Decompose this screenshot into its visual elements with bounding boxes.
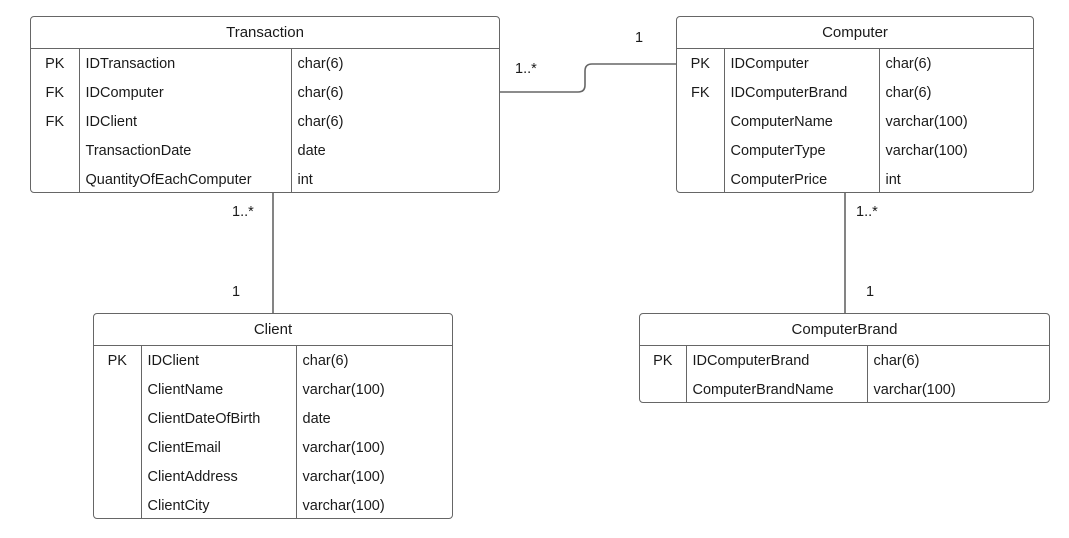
attribute-key: FK — [31, 78, 80, 107]
attribute-row[interactable]: FK IDClient char(6) — [31, 107, 499, 136]
attribute-name: QuantityOfEachComputer — [79, 165, 292, 192]
cardinality-transaction-computer-from: 1..* — [515, 61, 537, 77]
attribute-table-computer: PK IDComputer char(6) FK IDComputerBrand… — [677, 49, 1033, 192]
attribute-type: varchar(100) — [302, 381, 385, 398]
cardinality-transaction-client-from: 1..* — [232, 204, 254, 220]
entity-title-computer: Computer — [677, 17, 1033, 49]
attribute-type: char(6) — [297, 55, 344, 72]
attribute-name: IDComputer — [724, 49, 880, 78]
attribute-key: PK — [31, 49, 80, 78]
attribute-key — [94, 404, 142, 433]
attribute-type: int — [885, 171, 901, 188]
attribute-name: TransactionDate — [79, 136, 292, 165]
attribute-type: varchar(100) — [302, 497, 385, 514]
attribute-key — [94, 375, 142, 404]
attribute-row[interactable]: ComputerBrandName varchar(100) — [640, 375, 1049, 402]
attribute-table-transaction: PK IDTransaction char(6) FK IDComputer c… — [31, 49, 499, 192]
attribute-table-computerbrand: PK IDComputerBrand char(6) ComputerBrand… — [640, 346, 1049, 402]
cardinality-computer-computerbrand-to: 1 — [866, 284, 875, 300]
attribute-key — [677, 107, 725, 136]
attribute-name: ClientEmail — [141, 433, 297, 462]
attribute-row[interactable]: ClientDateOfBirth date — [94, 404, 452, 433]
attribute-key — [677, 136, 725, 165]
attribute-row[interactable]: ComputerPrice int — [677, 165, 1033, 192]
attribute-row[interactable]: ComputerType varchar(100) — [677, 136, 1033, 165]
attribute-name: ClientName — [141, 375, 297, 404]
attribute-name: ComputerPrice — [724, 165, 880, 192]
attribute-type: char(6) — [873, 352, 920, 369]
attribute-name: ComputerBrandName — [686, 375, 868, 402]
attribute-key — [94, 433, 142, 462]
attribute-row[interactable]: ClientEmail varchar(100) — [94, 433, 452, 462]
attribute-key: PK — [640, 346, 687, 375]
entity-title-computerbrand: ComputerBrand — [640, 314, 1049, 346]
cardinality-transaction-client-to: 1 — [232, 284, 241, 300]
attribute-type: int — [297, 171, 313, 188]
attribute-table-client: PK IDClient char(6) ClientName varchar(1… — [94, 346, 452, 518]
attribute-type: date — [302, 410, 331, 427]
attribute-row[interactable]: TransactionDate date — [31, 136, 499, 165]
entity-computerbrand[interactable]: ComputerBrand PK IDComputerBrand char(6)… — [639, 313, 1050, 403]
attribute-name: IDComputer — [79, 78, 292, 107]
attribute-type: char(6) — [297, 84, 344, 101]
attribute-key — [94, 491, 142, 518]
attribute-row[interactable]: ComputerName varchar(100) — [677, 107, 1033, 136]
attribute-type: date — [297, 142, 326, 159]
attribute-row[interactable]: PK IDComputer char(6) — [677, 49, 1033, 78]
attribute-key: FK — [31, 107, 80, 136]
attribute-name: IDComputerBrand — [686, 346, 868, 375]
attribute-name: ComputerType — [724, 136, 880, 165]
attribute-row[interactable]: PK IDTransaction char(6) — [31, 49, 499, 78]
attribute-name: ComputerName — [724, 107, 880, 136]
attribute-key — [677, 165, 725, 192]
attribute-row[interactable]: ClientCity varchar(100) — [94, 491, 452, 518]
entity-client[interactable]: Client PK IDClient char(6) ClientName va… — [93, 313, 453, 519]
attribute-name: IDTransaction — [79, 49, 292, 78]
attribute-key: FK — [677, 78, 725, 107]
attribute-type: varchar(100) — [885, 113, 968, 130]
attribute-row[interactable]: ClientAddress varchar(100) — [94, 462, 452, 491]
attribute-row[interactable]: QuantityOfEachComputer int — [31, 165, 499, 192]
attribute-type: varchar(100) — [873, 381, 956, 398]
attribute-name: IDComputerBrand — [724, 78, 880, 107]
attribute-row[interactable]: FK IDComputer char(6) — [31, 78, 499, 107]
attribute-type: char(6) — [297, 113, 344, 130]
attribute-key: PK — [677, 49, 725, 78]
attribute-key: PK — [94, 346, 142, 375]
attribute-row[interactable]: FK IDComputerBrand char(6) — [677, 78, 1033, 107]
attribute-name: ClientCity — [141, 491, 297, 518]
entity-computer[interactable]: Computer PK IDComputer char(6) FK IDComp… — [676, 16, 1034, 193]
attribute-name: ClientDateOfBirth — [141, 404, 297, 433]
attribute-row[interactable]: ClientName varchar(100) — [94, 375, 452, 404]
attribute-row[interactable]: PK IDClient char(6) — [94, 346, 452, 375]
attribute-type: char(6) — [885, 84, 932, 101]
attribute-key — [31, 165, 80, 192]
attribute-type: varchar(100) — [302, 439, 385, 456]
attribute-row[interactable]: PK IDComputerBrand char(6) — [640, 346, 1049, 375]
entity-transaction[interactable]: Transaction PK IDTransaction char(6) FK … — [30, 16, 500, 193]
attribute-type: char(6) — [885, 55, 932, 72]
entity-title-transaction: Transaction — [31, 17, 499, 49]
attribute-key — [94, 462, 142, 491]
cardinality-computer-computerbrand-from: 1..* — [856, 204, 878, 220]
attribute-type: varchar(100) — [885, 142, 968, 159]
attribute-name: ClientAddress — [141, 462, 297, 491]
attribute-name: IDClient — [79, 107, 292, 136]
attribute-key — [31, 136, 80, 165]
entity-title-client: Client — [94, 314, 452, 346]
attribute-type: varchar(100) — [302, 468, 385, 485]
attribute-name: IDClient — [141, 346, 297, 375]
cardinality-transaction-computer-to: 1 — [635, 30, 644, 46]
attribute-type: char(6) — [302, 352, 349, 369]
attribute-key — [640, 375, 687, 402]
